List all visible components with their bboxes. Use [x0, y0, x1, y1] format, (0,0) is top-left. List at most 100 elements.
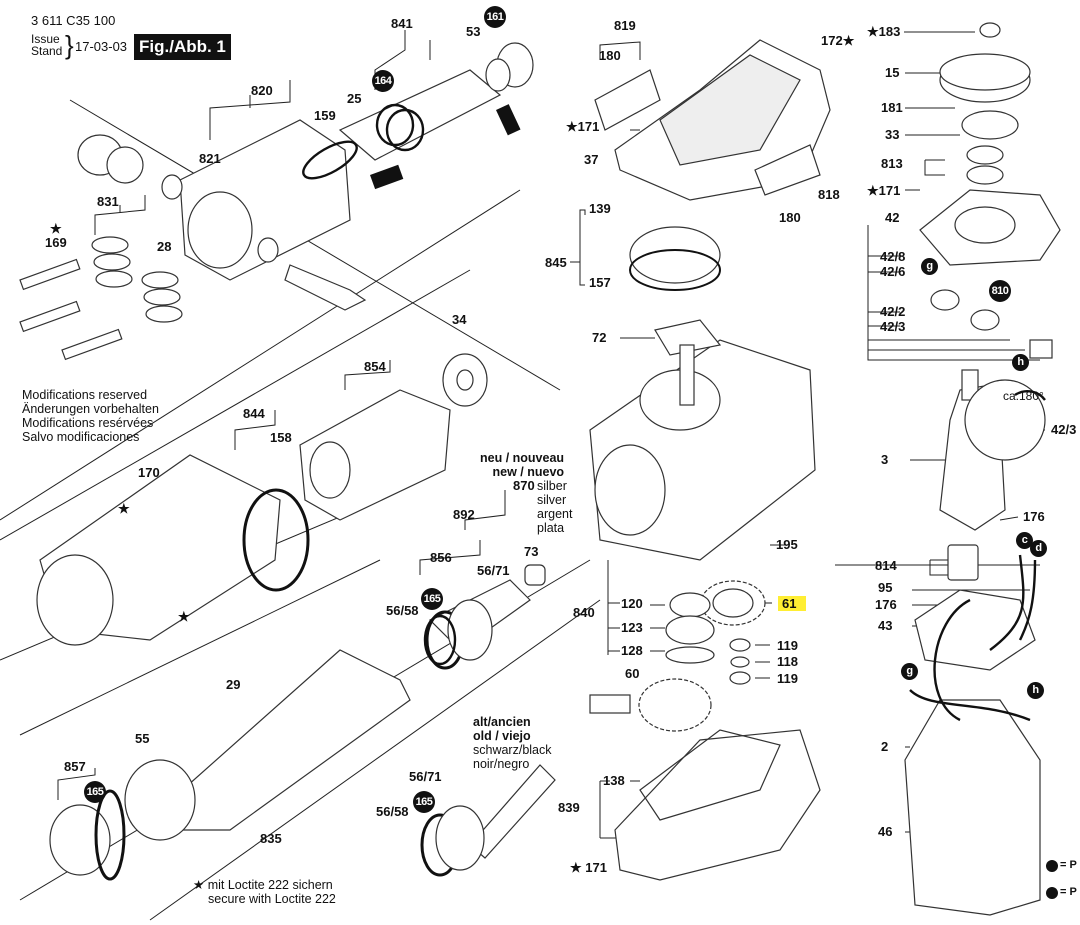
callout-56-58[interactable]: 56/58: [376, 804, 409, 819]
badge-165[interactable]: 165: [421, 588, 443, 610]
callout-42-8[interactable]: 42/8: [880, 249, 906, 264]
callout-43[interactable]: 43: [878, 618, 893, 633]
callout-33[interactable]: 33: [885, 127, 900, 142]
callout-820[interactable]: 820: [251, 83, 273, 98]
figure-label: Fig./Abb. 1: [134, 34, 231, 60]
callout-169[interactable]: 169: [45, 235, 67, 250]
issue-date: 17-03-03: [75, 39, 128, 54]
callout-118[interactable]: 118: [777, 654, 798, 669]
callout-42-3[interactable]: 42/3: [880, 319, 906, 334]
callout-42-6[interactable]: 42/6: [880, 264, 906, 279]
callout-46[interactable]: 46: [878, 824, 893, 839]
callout-34[interactable]: 34: [452, 312, 467, 327]
note-es: Salvo modificaciones: [22, 430, 140, 444]
callout-159[interactable]: 159: [314, 108, 336, 123]
callout-840[interactable]: 840: [573, 605, 595, 620]
color-fr: argent: [537, 507, 573, 521]
callout-120[interactable]: 120: [621, 596, 643, 611]
callout-138[interactable]: 138: [603, 773, 625, 788]
badge-810[interactable]: 810: [989, 280, 1011, 302]
note-fr: Modifications resérvées: [22, 416, 154, 430]
callout-854[interactable]: 854: [364, 359, 386, 374]
callout-818[interactable]: 818: [818, 187, 840, 202]
callout-171-label: 171: [577, 119, 600, 134]
callout-158[interactable]: 158: [270, 430, 292, 445]
callout-814[interactable]: 814: [875, 558, 897, 573]
variant-old-title-2: old / viejo: [473, 729, 531, 743]
variant-new-title-1: neu / nouveau: [480, 451, 565, 465]
callout-53[interactable]: 53: [466, 24, 481, 39]
callout-171[interactable]: ★171: [867, 183, 901, 198]
callout-857[interactable]: 857: [64, 759, 86, 774]
callout-42-2[interactable]: 42/2: [880, 304, 906, 319]
callout-856[interactable]: 856: [430, 550, 452, 565]
callout-123[interactable]: 123: [621, 620, 643, 635]
stator-housing-part: [904, 699, 1041, 916]
callout-841[interactable]: 841: [391, 16, 413, 31]
callout-128[interactable]: 128: [621, 643, 643, 658]
badge-164[interactable]: 164: [372, 70, 394, 92]
callout-172[interactable]: 172★: [821, 33, 855, 48]
fan-baffle-part: [914, 589, 1036, 671]
callout-119[interactable]: 119: [777, 671, 798, 686]
variant-new-title-2: new / nuevo: [492, 465, 565, 479]
callout-835[interactable]: 835: [260, 831, 282, 846]
callout-844[interactable]: 844: [243, 406, 265, 421]
callout-25[interactable]: 25: [347, 91, 362, 106]
callout-176[interactable]: 176: [1023, 509, 1045, 524]
terminal-h: h: [1012, 354, 1029, 371]
callout-195[interactable]: 195: [776, 537, 798, 552]
callout-56-58[interactable]: 56/58: [386, 603, 419, 618]
callout-60[interactable]: 60: [625, 666, 640, 681]
callout-819[interactable]: 819: [614, 18, 636, 33]
legend-text: = P: [1060, 886, 1077, 898]
gear-60: [638, 678, 712, 732]
issue-label-en: Issue: [31, 32, 60, 46]
variant-new-part[interactable]: 870: [513, 478, 535, 493]
star-icon: ★: [178, 609, 190, 624]
callout-181[interactable]: 181: [881, 100, 903, 115]
callout-56-71[interactable]: 56/71: [409, 769, 442, 784]
callout-61-highlighted[interactable]: 61: [778, 596, 807, 611]
callout-119[interactable]: 119: [777, 638, 798, 653]
callout-37[interactable]: 37: [584, 152, 599, 167]
badge-165[interactable]: 165: [413, 791, 435, 813]
issue-label-de: Stand: [31, 44, 63, 58]
gear-cover-part: [614, 729, 821, 881]
callout-2[interactable]: 2: [881, 739, 889, 754]
callout-839[interactable]: 839: [558, 800, 580, 815]
callout-56-71[interactable]: 56/71: [477, 563, 510, 578]
badge-165[interactable]: 165: [84, 781, 106, 803]
callout-139[interactable]: 139: [589, 201, 611, 216]
callout-72[interactable]: 72: [592, 330, 607, 345]
callout-171[interactable]: ★171: [566, 119, 600, 134]
callout-831[interactable]: 831: [97, 194, 119, 209]
color-es: plata: [537, 521, 565, 535]
callout-176[interactable]: 176: [875, 597, 897, 612]
callout-892[interactable]: 892: [453, 507, 475, 522]
callout-813[interactable]: 813: [881, 156, 903, 171]
callout-42-3[interactable]: 42/3: [1051, 422, 1077, 437]
callout-171[interactable]: ★ 171: [570, 860, 607, 875]
callout-29[interactable]: 29: [226, 677, 241, 692]
variant-new-color: silber silver argent plata: [537, 479, 572, 535]
callout-15[interactable]: 15: [885, 65, 900, 80]
callout-42[interactable]: 42: [885, 210, 900, 225]
callout-55[interactable]: 55: [135, 731, 150, 746]
callout-171-label: 171: [878, 183, 901, 198]
axis-line: [69, 99, 561, 391]
callout-28[interactable]: 28: [157, 239, 172, 254]
callout-845[interactable]: 845: [545, 255, 567, 270]
callout-171-label: 171: [585, 860, 607, 875]
callout-821[interactable]: 821: [199, 151, 221, 166]
callout-180[interactable]: 180: [779, 210, 801, 225]
callout-157[interactable]: 157: [589, 275, 611, 290]
callout-73[interactable]: 73: [524, 544, 539, 559]
callout-95[interactable]: 95: [878, 580, 893, 595]
callout-170[interactable]: 170: [138, 465, 160, 480]
callout-180[interactable]: 180: [599, 48, 621, 63]
callout-3[interactable]: 3: [881, 452, 889, 467]
callout-183[interactable]: ★183: [867, 24, 901, 39]
badge-161[interactable]: 161: [484, 6, 506, 28]
striker-rod-part: [338, 69, 502, 161]
